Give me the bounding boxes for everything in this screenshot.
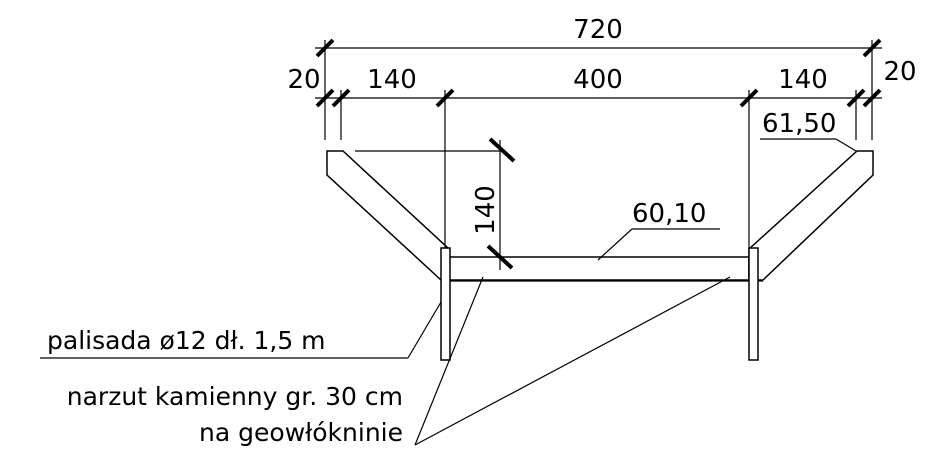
dim-left-edge: 20 [287, 65, 320, 95]
top-level-label: 61,50 [762, 109, 836, 139]
palisade-post-left [440, 247, 451, 361]
dim-total-width: 720 [573, 15, 623, 45]
dimension-lines [315, 38, 882, 250]
palisade-post-right [748, 247, 759, 361]
riprap-label-line2: na geowłókninie [199, 418, 403, 447]
riprap-lining [326, 150, 874, 282]
riprap-label-line1: narzut kamienny gr. 30 cm [67, 382, 403, 411]
dim-right-edge: 20 [883, 57, 916, 87]
dim-right-slope: 140 [778, 65, 828, 95]
dim-depth: 140 [471, 185, 501, 235]
level-leaders [597, 138, 857, 261]
dim-bottom-width: 400 [573, 65, 623, 95]
dim-left-slope: 140 [367, 65, 417, 95]
bottom-level-label: 60,10 [632, 199, 706, 229]
palisade-label: palisada ø12 dł. 1,5 m [47, 326, 326, 355]
annotation-leaders [40, 276, 731, 446]
